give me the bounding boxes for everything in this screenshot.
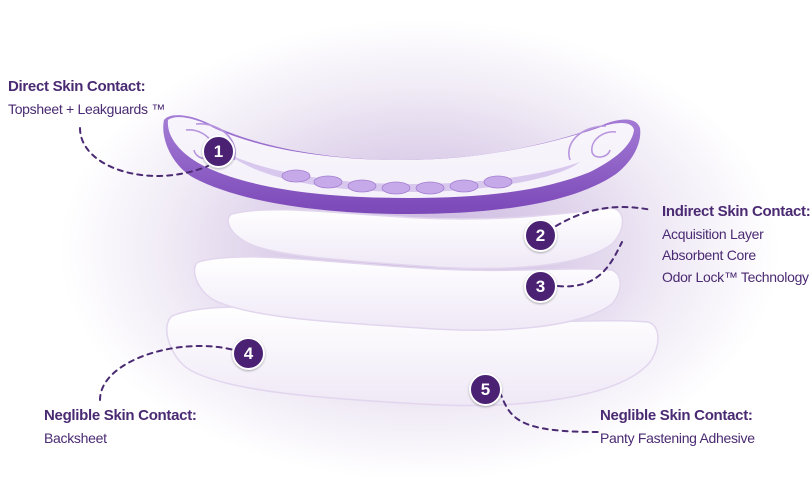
badge-1: 1 (202, 135, 235, 168)
connector-lines (79, 127, 653, 433)
connector-direct (79, 127, 209, 177)
connector-indirect-2 (555, 206, 653, 227)
pad-leakguard-swirls (185, 123, 617, 161)
label-indirect-line-3: Odor Lock™ Technology (662, 268, 809, 285)
label-indirect-title: Indirect Skin Contact: (662, 203, 810, 220)
label-indirect-line-1: Acquisition Layer (662, 225, 764, 242)
label-direct-line-1: Topsheet + Leakguards ™ (8, 100, 165, 117)
badge-4: 4 (232, 337, 265, 370)
label-neglible-skin-contact-right: Neglible Skin Contact: Panty Fastening A… (600, 407, 755, 447)
connector-neglible-left (99, 345, 235, 401)
badge-5: 5 (469, 373, 502, 406)
label-neglible-right-title: Neglible Skin Contact: (600, 407, 753, 424)
label-direct-title: Direct Skin Contact: (8, 78, 146, 95)
label-indirect-line-2: Absorbent Core (662, 247, 756, 264)
label-direct-skin-contact: Direct Skin Contact: Topsheet + Leakguar… (8, 78, 165, 118)
label-neglible-right-line-1: Panty Fastening Adhesive (600, 429, 755, 446)
connector-indirect-3 (557, 241, 623, 288)
badge-3: 3 (524, 270, 557, 303)
pad-embossed-pattern (281, 169, 513, 195)
label-neglible-skin-contact-left: Neglible Skin Contact: Backsheet (44, 407, 197, 447)
label-neglible-left-title: Neglible Skin Contact: (44, 407, 197, 424)
acquisition-layer (227, 207, 624, 270)
label-indirect-skin-contact: Indirect Skin Contact: Acquisition Layer… (662, 203, 810, 286)
label-neglible-left-line-1: Backsheet (44, 429, 107, 446)
absorbent-core-layer (193, 256, 621, 331)
badge-2: 2 (524, 219, 557, 252)
connector-neglible-right (499, 391, 599, 433)
